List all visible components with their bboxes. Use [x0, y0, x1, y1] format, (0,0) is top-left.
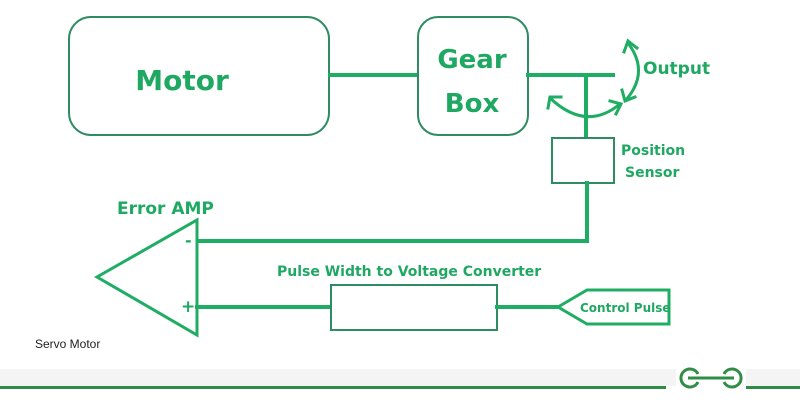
error-amp-triangle [93, 217, 199, 338]
footer-divider-right [706, 386, 800, 389]
control-pulse-block [555, 288, 671, 326]
control-pulse-label: Control Pulse [580, 301, 671, 315]
gearbox-label-line1: Gear [437, 45, 507, 75]
converter-label: Pulse Width to Voltage Converter [277, 264, 541, 280]
position-sensor-label-line1: Position [621, 143, 685, 159]
position-sensor-block [551, 137, 615, 184]
output-rotation-arrow-icon [620, 38, 640, 104]
output-label: Output [643, 59, 710, 79]
plus-sign: + [181, 297, 195, 317]
position-sensor-label-line2: Sensor [625, 165, 679, 181]
motor-label: Motor [135, 64, 229, 97]
gfg-logo-icon [676, 360, 746, 394]
feedback-wire [195, 181, 589, 243]
gearbox-label-line2: Box [445, 89, 500, 119]
rotation-arrow-icon [546, 95, 624, 118]
error-amp-label: Error AMP [117, 199, 214, 219]
minus-sign: - [185, 231, 192, 250]
footer-divider-left [0, 386, 666, 389]
converter-block [330, 284, 498, 331]
footer-band [0, 369, 800, 386]
figure-caption: Servo Motor [35, 337, 101, 351]
